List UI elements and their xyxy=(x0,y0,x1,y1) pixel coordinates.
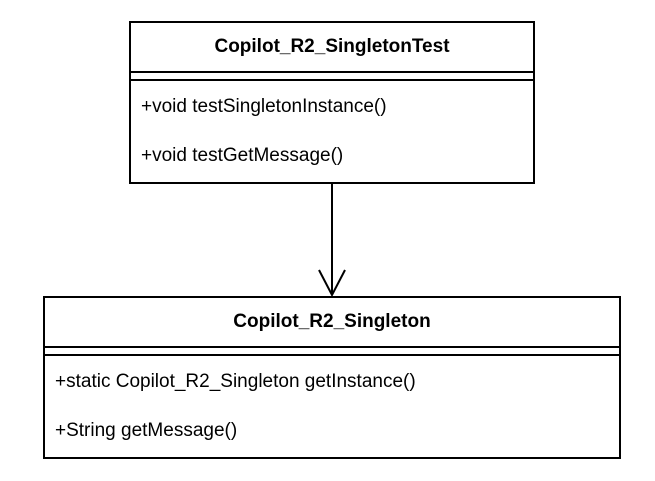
attributes-compartment xyxy=(131,73,533,81)
class-name-singleton: Copilot_R2_Singleton xyxy=(45,298,619,348)
methods-compartment: +static Copilot_R2_Singleton getInstance… xyxy=(45,356,619,442)
class-box-singleton-test[interactable]: Copilot_R2_SingletonTest +void testSingl… xyxy=(129,21,535,184)
class-name-singleton-test: Copilot_R2_SingletonTest xyxy=(131,23,533,73)
class-box-singleton[interactable]: Copilot_R2_Singleton +static Copilot_R2_… xyxy=(43,296,621,459)
method-get-message: +String getMessage() xyxy=(55,420,238,441)
open-arrowhead xyxy=(318,269,346,298)
attributes-compartment xyxy=(45,348,619,356)
method-get-instance: +static Copilot_R2_Singleton getInstance… xyxy=(55,371,416,392)
methods-compartment: +void testSingletonInstance() +void test… xyxy=(131,81,533,167)
method-test-singleton-instance: +void testSingletonInstance() xyxy=(141,96,387,117)
method-test-get-message: +void testGetMessage() xyxy=(141,145,344,166)
